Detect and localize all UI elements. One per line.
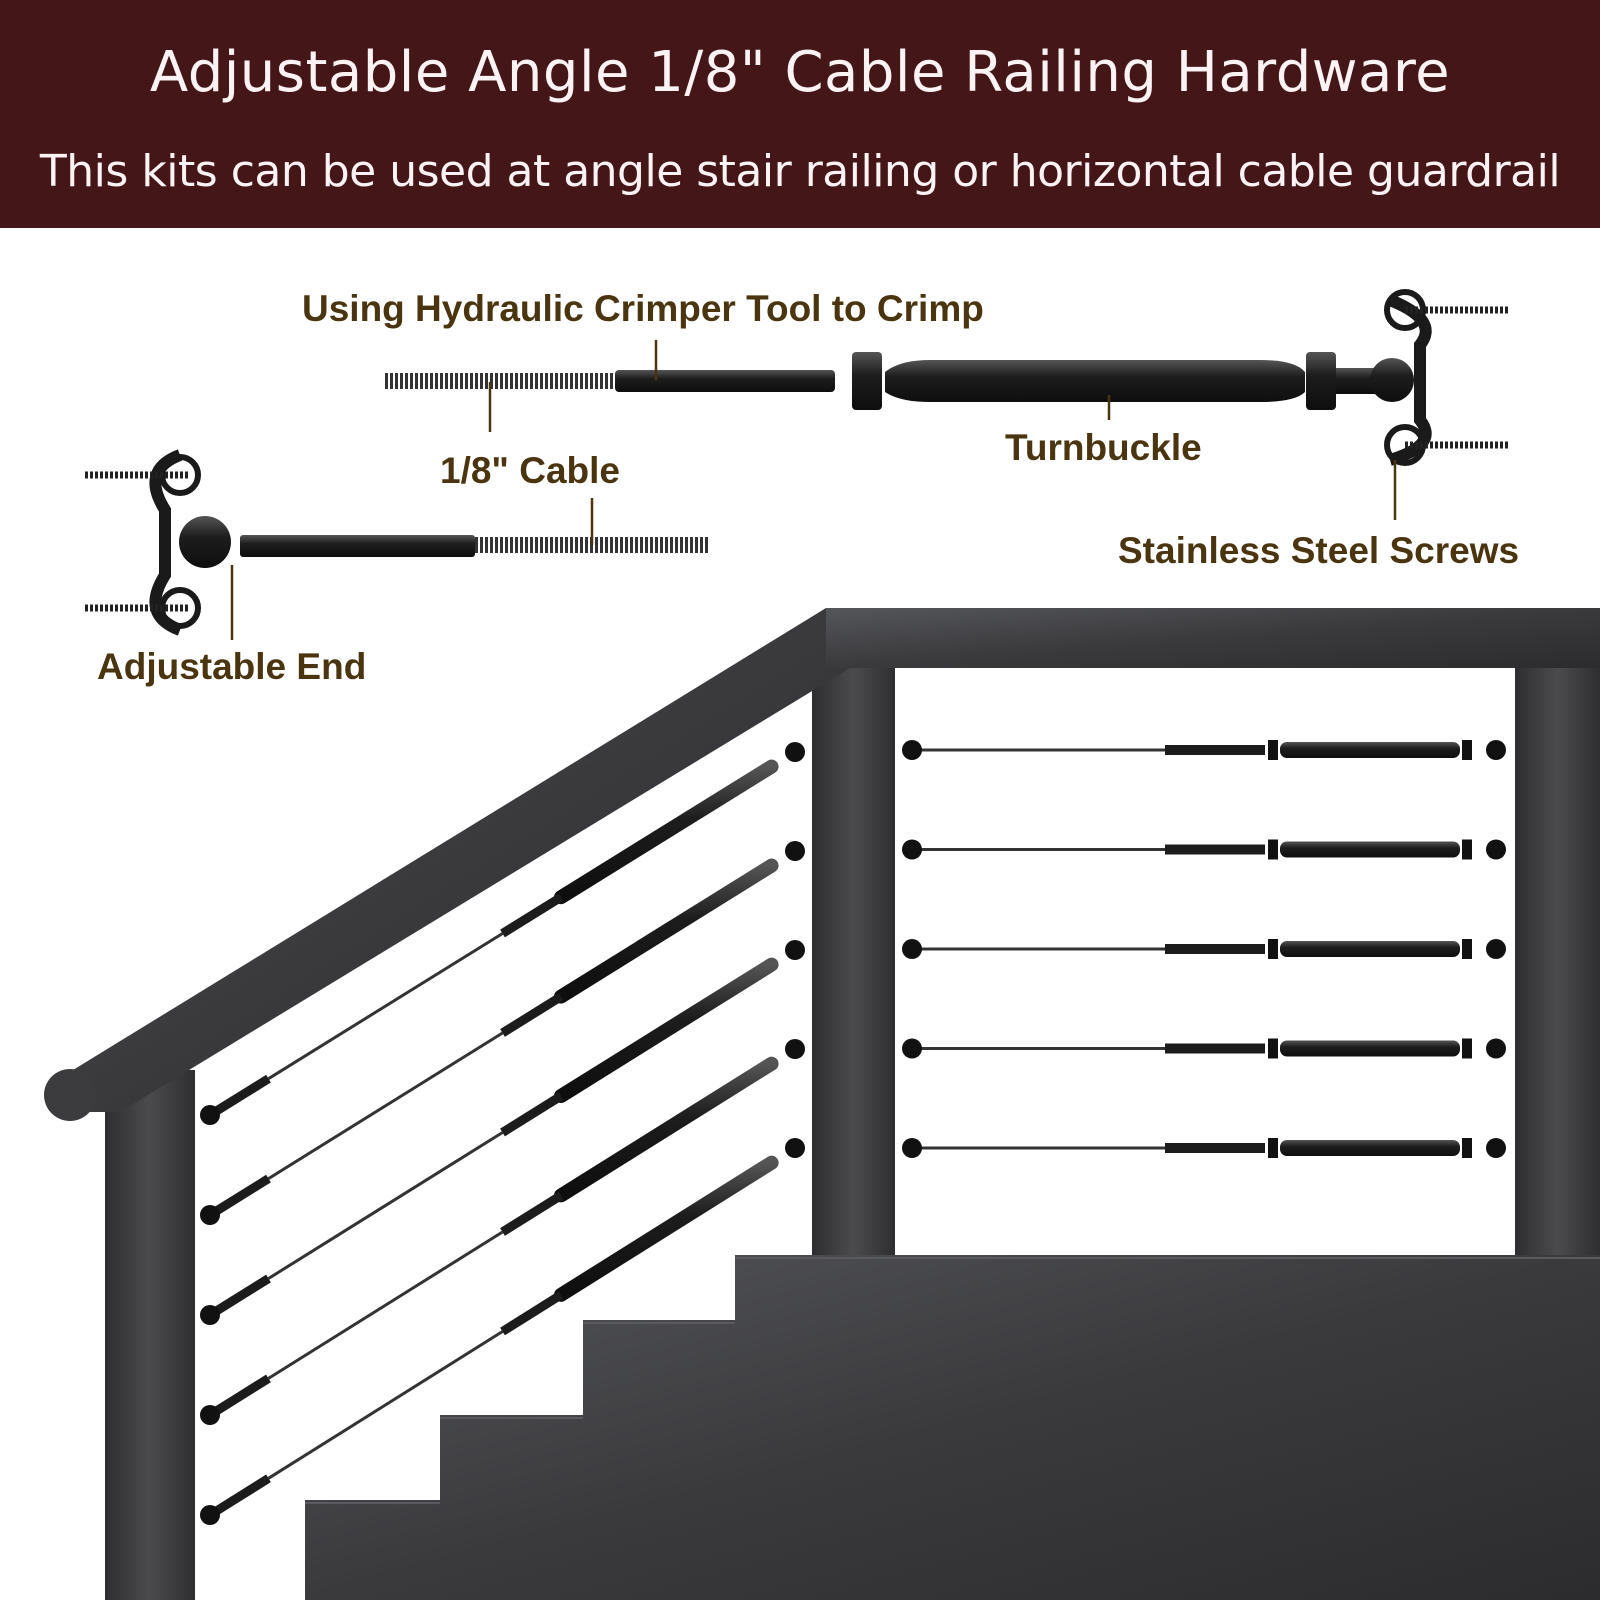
end-fitting [200, 1205, 220, 1225]
nut [1306, 352, 1336, 410]
end-fitting [902, 939, 922, 959]
end-fitting [1486, 740, 1506, 760]
nut [852, 352, 882, 410]
screw-icon [85, 454, 201, 496]
crimp-sleeve [615, 370, 835, 392]
nut [1462, 939, 1472, 959]
crimp-sleeve [1165, 745, 1265, 755]
end-fitting [785, 940, 805, 960]
crimp-sleeve [1165, 844, 1265, 855]
nut [1462, 839, 1472, 860]
end-fitting [785, 841, 805, 861]
end-fitting [902, 740, 922, 760]
header-banner: Adjustable Angle 1/8" Cable Railing Hard… [0, 0, 1600, 228]
page-title: Adjustable Angle 1/8" Cable Railing Hard… [149, 40, 1451, 105]
page-subtitle: This kits can be used at angle stair rai… [39, 146, 1561, 197]
stair-cable [267, 1230, 504, 1380]
nut [1462, 740, 1472, 760]
turnbuckle [554, 1155, 779, 1302]
stair-cable [267, 1131, 504, 1280]
turnbuckle [1280, 841, 1460, 858]
turnbuckle-assembly [385, 289, 1510, 466]
turnbuckle [1280, 1140, 1460, 1156]
nut [1462, 1138, 1472, 1158]
nut [1268, 939, 1278, 959]
end-fitting [902, 1038, 922, 1059]
crimp-sleeve [500, 992, 564, 1037]
screw-icon [1384, 289, 1510, 331]
turnbuckle [554, 957, 779, 1103]
crimp-sleeve [500, 1092, 564, 1137]
stair-cable [267, 1031, 504, 1180]
swivel-knob [1370, 358, 1414, 402]
label-screws: Stainless Steel Screws [1118, 530, 1520, 571]
crimp-sleeve [207, 1174, 271, 1219]
end-fitting [785, 742, 805, 762]
end-fitting [200, 1505, 220, 1525]
nut [1268, 839, 1278, 860]
end-fitting [1486, 839, 1506, 860]
right-post [1515, 660, 1600, 1255]
cables [200, 740, 1506, 1525]
turnbuckle-body [885, 360, 1305, 402]
crimp-sleeve [1165, 1043, 1265, 1054]
top-handrail [826, 608, 1600, 668]
end-fitting [200, 1305, 220, 1325]
end-fitting [785, 1138, 805, 1158]
end-sleeve [240, 535, 475, 557]
label-crimp: Using Hydraulic Crimper Tool to Crimp [302, 288, 984, 329]
crimp-sleeve [207, 1474, 271, 1519]
turnbuckle [554, 858, 779, 1004]
nut [1268, 1138, 1278, 1158]
turnbuckle [554, 1056, 779, 1203]
end-fitting [785, 1039, 805, 1059]
nut [1268, 740, 1278, 760]
stair-edges [305, 1257, 1600, 1504]
handrail-end [44, 1069, 96, 1121]
label-cable: 1/8" Cable [440, 450, 621, 491]
nut [1268, 1038, 1278, 1059]
stair-cable [267, 1330, 504, 1480]
crimp-sleeve [500, 1290, 564, 1336]
crimp-sleeve [1165, 1143, 1265, 1153]
end-fitting [902, 839, 922, 860]
label-adjustable-end: Adjustable End [97, 646, 367, 687]
end-fitting [200, 1105, 220, 1125]
end-fitting [200, 1405, 220, 1425]
crimp-sleeve [500, 1191, 564, 1236]
end-fitting [1486, 1038, 1506, 1059]
crimp-sleeve [207, 1074, 271, 1119]
bracket [149, 449, 183, 636]
end-fitting [902, 1138, 922, 1158]
bracket [1387, 294, 1432, 466]
stair-cable [267, 932, 504, 1080]
turnbuckle [1280, 941, 1460, 957]
end-fitting [1486, 939, 1506, 959]
screw-icon [1384, 424, 1510, 466]
turnbuckle [554, 759, 779, 905]
turnbuckle [1280, 1040, 1460, 1057]
crimp-sleeve [207, 1374, 271, 1419]
end-fitting [1486, 1138, 1506, 1158]
label-turnbuckle: Turnbuckle [1005, 427, 1202, 468]
screw-icon [85, 587, 201, 629]
stair-handrail [60, 608, 850, 1112]
crimp-sleeve [207, 1274, 271, 1319]
crimp-sleeve [1165, 944, 1265, 954]
middle-post [812, 660, 895, 1255]
left-post [105, 1070, 195, 1600]
stairs [305, 1255, 1600, 1600]
crimp-sleeve [500, 893, 564, 938]
leader-lines [230, 340, 1397, 640]
swivel-knob [179, 516, 231, 568]
nut [1462, 1038, 1472, 1059]
turnbuckle [1280, 742, 1460, 758]
